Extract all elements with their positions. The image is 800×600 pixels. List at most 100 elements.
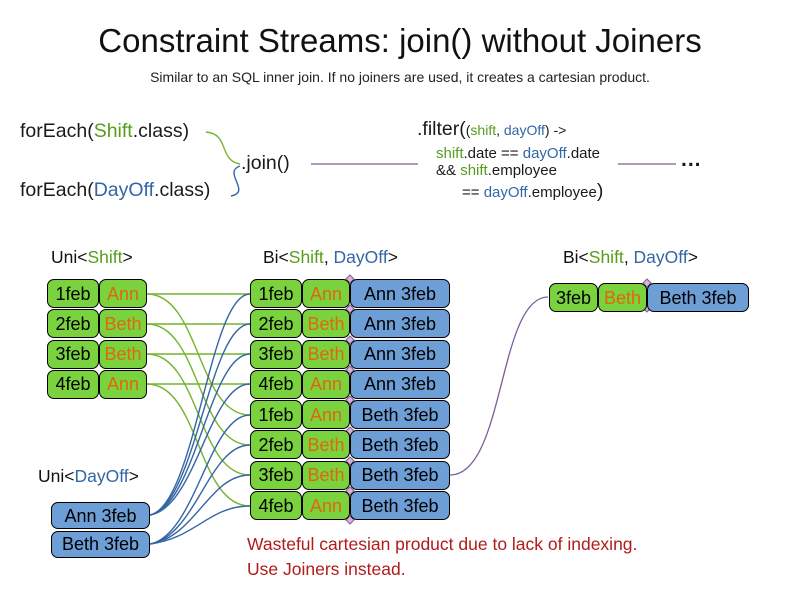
tuple-row: Beth 3feb: [51, 530, 150, 558]
cell-name: Ann: [99, 369, 147, 399]
text-segment: ) ->: [544, 122, 567, 138]
text-segment: &&: [436, 162, 461, 179]
cell-name: Ann: [302, 279, 350, 308]
text-segment: Shift: [288, 247, 324, 267]
text-segment: >: [122, 247, 133, 267]
cell-date: 4feb: [250, 369, 302, 399]
code-ellipsis: ...: [681, 148, 702, 171]
cell-date: 3feb: [47, 339, 99, 369]
cell-pair: Beth 3feb: [51, 530, 150, 558]
cell-pair: Ann 3feb: [350, 279, 450, 308]
cell-name: Ann: [302, 400, 350, 430]
cell-date: 3feb: [549, 283, 598, 312]
label-uni-shift: Uni<Shift>: [51, 247, 133, 268]
text-segment: >: [128, 466, 139, 486]
text-segment: shift: [470, 122, 497, 138]
cell-pair: Beth 3feb: [350, 430, 450, 460]
warning-note: Wasteful cartesian product due to lack o…: [247, 532, 637, 582]
cell-date: 1feb: [250, 400, 302, 430]
text-segment: (: [465, 122, 471, 138]
cell-pair: Ann 3feb: [350, 309, 450, 339]
cell-name: Beth: [302, 460, 350, 490]
code-foreach-dayoff: forEach(DayOff.class): [20, 179, 210, 202]
text-segment: >: [687, 247, 698, 267]
text-segment: ==: [462, 184, 484, 201]
cell-pair: Beth 3feb: [350, 460, 450, 490]
code-filter-line3: && shift.employee: [436, 162, 557, 180]
label-uni-dayoff: Uni<DayOff>: [38, 466, 139, 487]
cell-pair: Beth 3feb: [350, 491, 450, 521]
cell-name: Ann: [99, 279, 147, 308]
slide-subtitle: Similar to an SQL inner join. If no join…: [150, 69, 650, 85]
code-join: .join(): [241, 152, 290, 174]
text-segment: DayOff: [633, 247, 688, 267]
cell-date: 2feb: [250, 309, 302, 339]
text-segment: Shift: [588, 247, 624, 267]
code-filter-line4: == dayOff.employee): [462, 180, 603, 203]
join-brace: [205, 131, 241, 197]
text-segment: ): [596, 180, 604, 202]
cell-date: 4feb: [47, 369, 99, 399]
cell-pair: Ann 3feb: [350, 339, 450, 369]
cell-date: 2feb: [47, 309, 99, 339]
shift-connectors: [146, 293, 251, 507]
text-segment: DayOff: [333, 247, 388, 267]
text-segment: .class): [154, 179, 211, 201]
text-segment: Bi<: [263, 247, 289, 267]
text-segment: ,: [496, 122, 504, 138]
cell-name: Beth: [302, 430, 350, 460]
text-segment: .date ==: [463, 145, 523, 162]
text-segment: shift: [436, 145, 464, 162]
cell-date: 2feb: [250, 430, 302, 460]
text-segment: dayOff: [522, 145, 567, 162]
code-filter-head: .filter((shift, dayOff) ->: [417, 118, 566, 141]
cell-name: Beth: [302, 339, 350, 369]
text-segment: DayOff: [93, 179, 155, 201]
code-filter-line2: shift.date == dayOff.date: [436, 145, 600, 163]
label-bi-right: Bi<Shift, DayOff>: [563, 247, 698, 268]
cell-name: Ann: [302, 369, 350, 399]
slide-title: Constraint Streams: join() without Joine…: [98, 22, 702, 59]
cell-name: Ann: [302, 491, 350, 521]
cell-date: 3feb: [250, 460, 302, 490]
text-segment: Shift: [93, 120, 133, 142]
cell-pair: Ann 3feb: [51, 502, 150, 529]
text-segment: Bi<: [563, 247, 589, 267]
cell-name: Beth: [302, 309, 350, 339]
dayoff-connectors: [149, 293, 251, 545]
cell-name: Beth: [598, 283, 647, 312]
cell-date: 1feb: [250, 279, 302, 308]
text-segment: .employee: [527, 184, 597, 201]
text-segment: Shift: [87, 247, 123, 267]
text-segment: dayOff: [503, 122, 545, 138]
text-segment: .class): [132, 120, 190, 142]
cell-pair: Ann 3feb: [350, 369, 450, 399]
text-segment: Uni<: [38, 466, 75, 486]
cell-name: Beth: [99, 309, 147, 339]
text-segment: forEach(: [20, 120, 94, 142]
cell-date: 3feb: [250, 339, 302, 369]
warning-note-line2: Use Joiners instead.: [247, 559, 406, 579]
text-segment: forEach(: [20, 179, 94, 201]
cell-name: Beth: [99, 339, 147, 369]
cell-date: 4feb: [250, 491, 302, 521]
warning-note-line1: Wasteful cartesian product due to lack o…: [247, 534, 638, 554]
cell-pair: Beth 3feb: [647, 283, 749, 312]
text-segment: .filter(: [417, 118, 466, 140]
cell-date: 1feb: [47, 279, 99, 308]
text-segment: Uni<: [51, 247, 88, 267]
